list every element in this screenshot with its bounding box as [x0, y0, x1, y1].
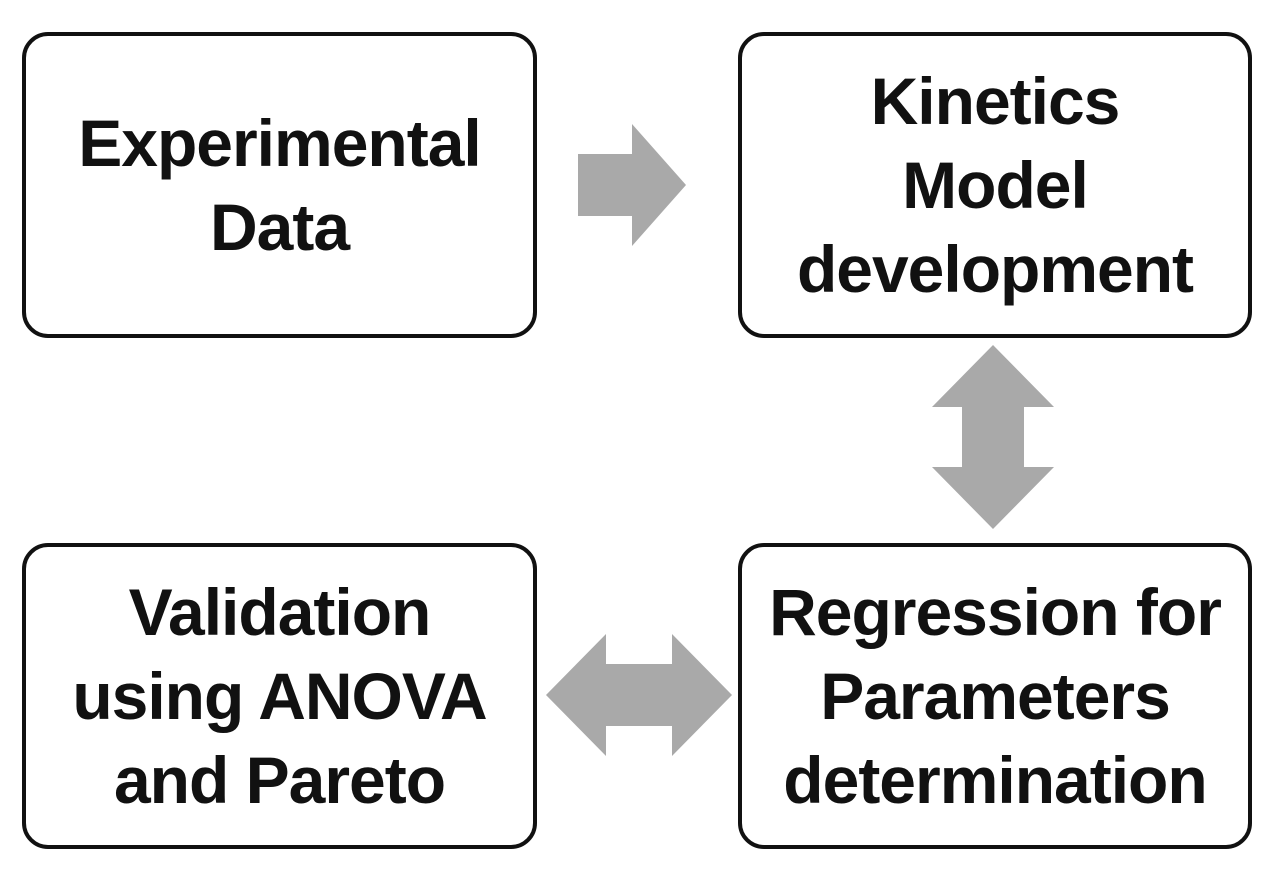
right-arrow-shape	[578, 124, 686, 246]
box-line: determination	[783, 743, 1207, 817]
kinetics-model-box: Kinetics Model development	[738, 32, 1252, 338]
validation-label: Validation using ANOVA and Pareto	[72, 570, 487, 822]
regression-label: Regression for Parameters determination	[769, 570, 1222, 822]
regression-box: Regression for Parameters determination	[738, 543, 1252, 849]
box-line: Parameters	[820, 659, 1171, 733]
box-line: Data	[209, 190, 350, 264]
experimental-data-label: Experimental Data	[78, 101, 481, 269]
box-line: Kinetics	[870, 64, 1121, 138]
box-line: Regression for	[769, 575, 1222, 649]
right-arrow-icon	[578, 124, 686, 246]
horizontal-double-arrow-icon	[546, 634, 732, 756]
kinetics-model-label: Kinetics Model development	[796, 59, 1194, 311]
vertical-double-arrow-shape	[932, 345, 1054, 529]
box-line: development	[796, 232, 1194, 306]
box-line: using ANOVA	[72, 659, 487, 733]
box-line: Validation	[128, 575, 432, 649]
box-line: Experimental	[78, 106, 481, 180]
horizontal-double-arrow-shape	[546, 634, 732, 756]
vertical-double-arrow-icon	[932, 345, 1054, 529]
box-line: and Pareto	[113, 743, 446, 817]
experimental-data-box: Experimental Data	[22, 32, 537, 338]
box-line: Model	[902, 148, 1089, 222]
validation-box: Validation using ANOVA and Pareto	[22, 543, 537, 849]
